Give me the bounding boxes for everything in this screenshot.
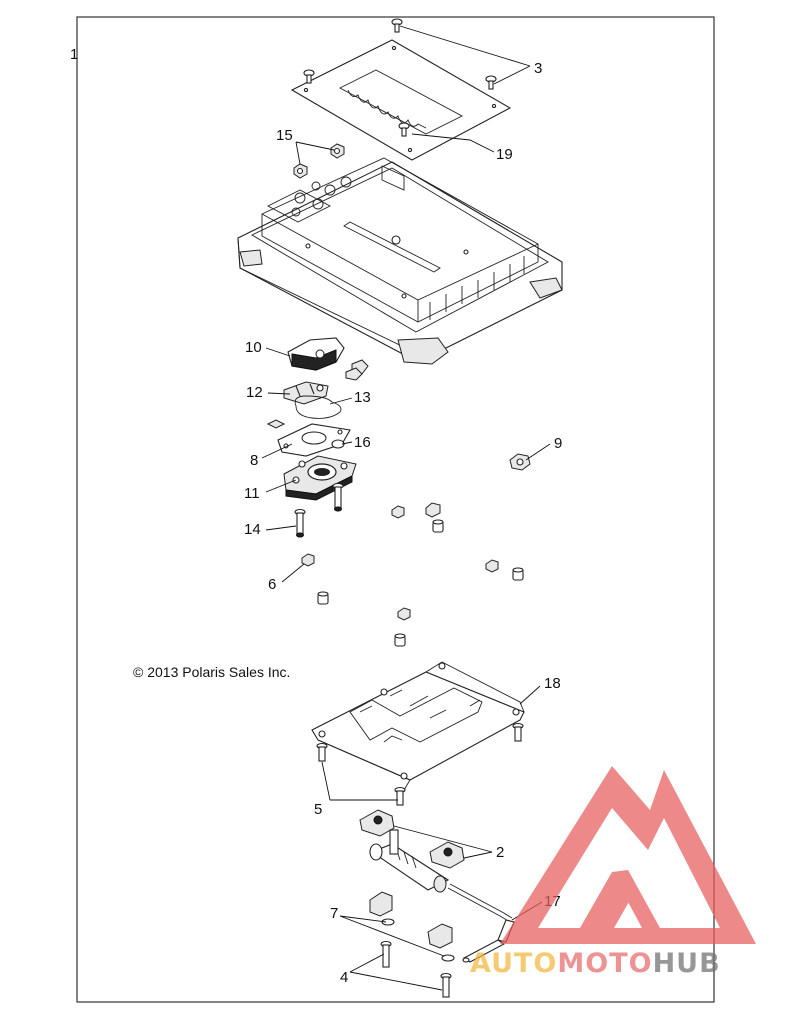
callout-10: 10	[245, 339, 262, 356]
callout-16: 16	[354, 434, 371, 451]
callout-14: 14	[244, 521, 261, 538]
callout-6: 6	[268, 576, 276, 593]
seat-base-assembly	[237, 157, 563, 365]
base-plate-11	[283, 455, 357, 501]
callout-18: 18	[544, 675, 561, 692]
callout-15: 15	[276, 127, 293, 144]
callout-1: 1	[70, 46, 78, 63]
clamp-brackets-2	[359, 809, 465, 869]
callout-5: 5	[314, 801, 322, 818]
latch-12	[283, 367, 363, 405]
callout-7: 7	[330, 905, 338, 922]
callout-2: 2	[496, 844, 504, 861]
callout-9: 9	[554, 435, 562, 452]
logo-auto: AUTO	[470, 948, 557, 979]
nut-9	[509, 453, 531, 471]
svg-text:AUTOMOTOHUB: AUTOMOTOHUB	[470, 948, 721, 979]
washers-7	[381, 918, 455, 962]
diagram-frame	[76, 16, 715, 1003]
leader-lines	[261, 25, 551, 991]
triangle-mark-icon	[500, 766, 756, 944]
callout-19: 19	[496, 146, 513, 163]
latch-housing-10	[287, 337, 369, 375]
spacers	[317, 519, 524, 647]
cover-screws	[303, 18, 497, 137]
bolts-5	[316, 722, 524, 806]
callout-13: 13	[354, 389, 371, 406]
callout-12: 12	[246, 384, 263, 401]
hardware-nuts	[301, 502, 499, 621]
callout-labels: 1 3 19 15 10 12 13 16 8 9 11 14 6 18 5 2…	[70, 46, 562, 986]
copyright-text: © 2013 Polaris Sales Inc.	[133, 664, 290, 680]
logo-hub: HUB	[653, 948, 721, 979]
callout-4: 4	[340, 969, 348, 986]
callout-8: 8	[250, 452, 258, 469]
callout-11: 11	[244, 485, 260, 502]
cover-plate	[290, 39, 512, 161]
slide-shaft	[369, 829, 450, 893]
bolt-14	[294, 482, 344, 538]
spring-13	[294, 395, 342, 419]
callout-3: 3	[534, 60, 542, 77]
lower-clamps	[369, 891, 453, 949]
bolts-4	[380, 940, 452, 998]
logo-moto: MOTO	[557, 948, 652, 979]
slider-plate-18	[311, 661, 525, 791]
watermark-logo: AUTOMOTOHUB	[470, 766, 756, 979]
nuts-15	[293, 143, 345, 179]
gasket-8	[266, 419, 351, 457]
